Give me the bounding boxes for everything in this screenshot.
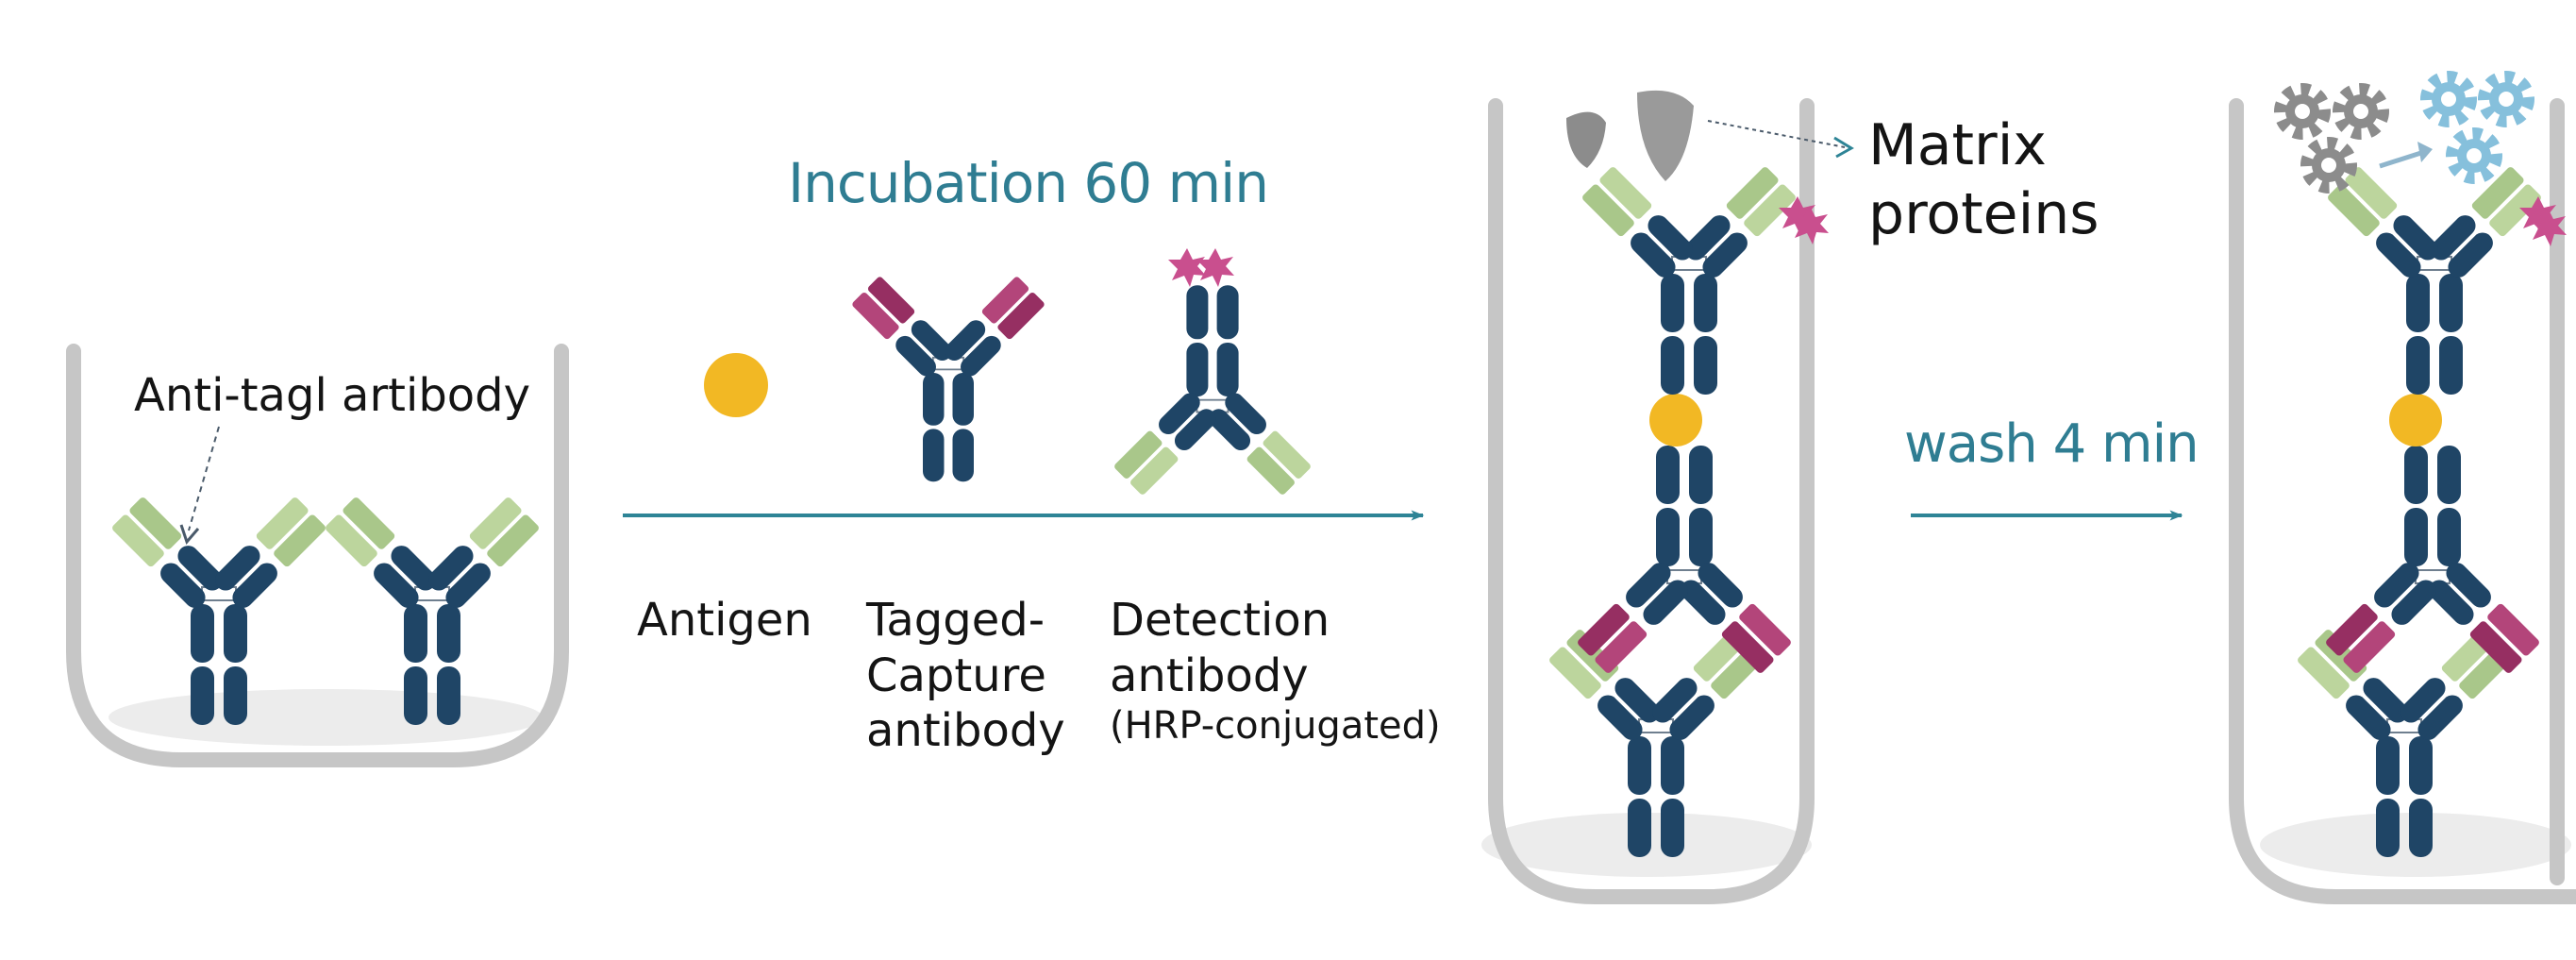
incubation-label: Incubation 60 min xyxy=(788,151,1269,215)
tagged-capture-label: Tagged- Capture antibody xyxy=(866,593,1065,759)
antibody-icon xyxy=(2326,165,2542,395)
antibody-icon xyxy=(1581,165,1797,395)
gear-icon xyxy=(2428,78,2469,120)
tagged-capture-line: Tagged- xyxy=(866,594,1045,647)
antibody-icon xyxy=(851,276,1045,481)
detection-line: (HRP-conjugated) xyxy=(1110,704,1441,749)
hrp-enzyme-icon xyxy=(1196,248,1234,287)
antigen-icon xyxy=(704,353,768,417)
gear-icon xyxy=(2308,144,2350,186)
antibody-icon xyxy=(1576,446,1792,675)
tagged-capture-line: Capture xyxy=(866,648,1046,702)
gear-icon xyxy=(2340,91,2382,132)
well-2 xyxy=(1481,90,1854,904)
antigen-icon xyxy=(1649,394,1702,446)
matrix-proteins-label: Matrix proteins xyxy=(1868,111,2099,249)
hrp-enzyme-icon xyxy=(1168,248,1206,287)
well-1 xyxy=(66,344,569,767)
gear-icon xyxy=(2282,91,2323,132)
detection-line: Detection xyxy=(1110,594,1330,647)
gear-icon xyxy=(2453,135,2495,177)
detection-antibody-label: Detection antibody (HRP-conjugated) xyxy=(1110,593,1441,749)
reagents xyxy=(704,248,1312,496)
matrix-protein-icon xyxy=(1637,90,1694,181)
pointer-line xyxy=(1707,120,1846,148)
tagged-capture-line: antibody xyxy=(866,704,1065,758)
antigen-label: Antigen xyxy=(637,594,812,647)
well-3 xyxy=(2229,78,2576,904)
antigen-icon xyxy=(2389,394,2442,446)
gear-icon xyxy=(2485,78,2527,120)
antibody-icon xyxy=(2324,446,2540,675)
antibody-icon xyxy=(1113,285,1313,496)
matrix-line: Matrix xyxy=(1868,112,2047,178)
anti-tag-antibody-label: Anti-tagl artibody xyxy=(134,369,531,422)
pointer-line xyxy=(188,426,220,531)
matrix-protein-icon xyxy=(1566,111,1606,168)
arrow-icon xyxy=(2379,148,2428,169)
detection-line: antibody xyxy=(1110,648,1309,702)
wash-label: wash 4 min xyxy=(1904,413,2200,475)
matrix-line: proteins xyxy=(1868,181,2099,248)
